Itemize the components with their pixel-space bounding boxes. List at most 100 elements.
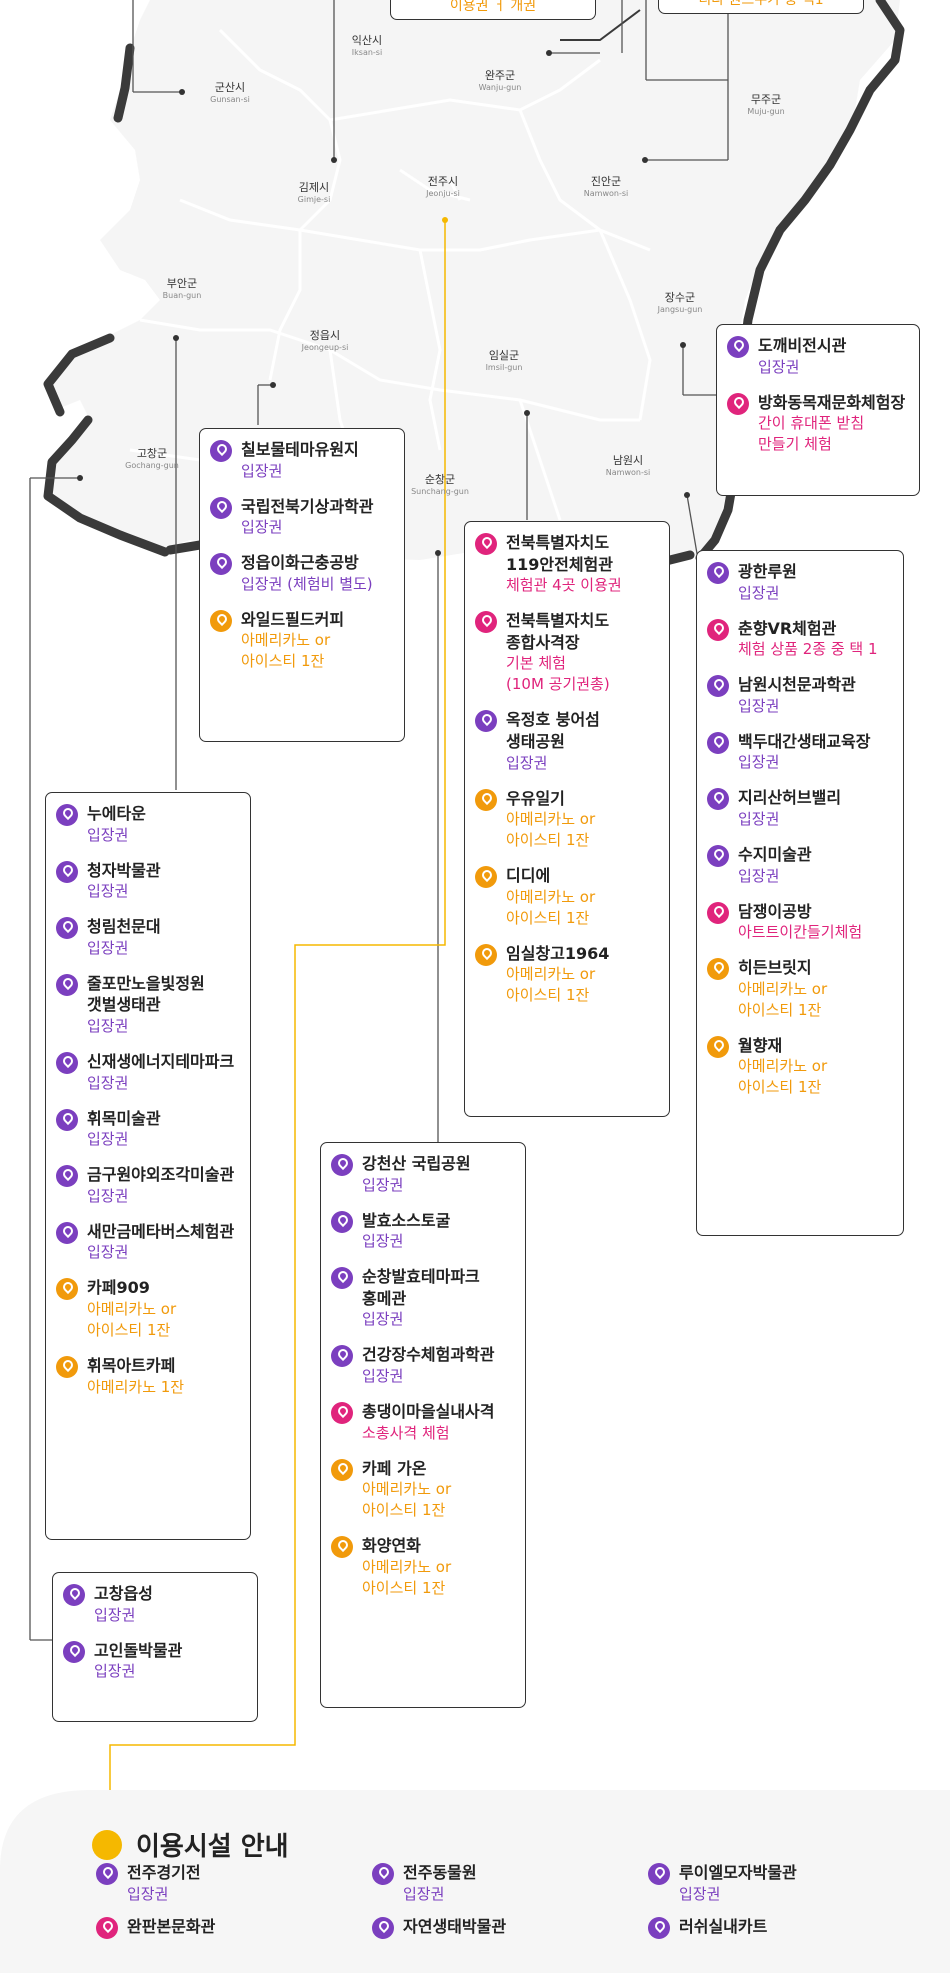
location-pin-icon	[707, 618, 729, 641]
attraction-name: 청림천문대	[87, 917, 161, 937]
attraction-benefit: 입장권	[87, 1130, 129, 1149]
attraction-name: 강천산 국립공원	[362, 1154, 471, 1173]
location-pin-icon	[210, 440, 232, 462]
attraction-name: 전북특별자치도 종합사격장	[506, 611, 610, 652]
attraction-name: 발효소스토굴	[362, 1210, 451, 1230]
location-pin-icon	[56, 1221, 78, 1244]
leader-dots	[77, 50, 690, 556]
attraction-benefit: 아메리카노 or 아이스티 1잔	[87, 1299, 177, 1339]
attraction-name: 디디에	[506, 866, 551, 886]
attraction-name: 전주동물원	[403, 1863, 477, 1882]
attraction-name: 춘향VR체험관	[738, 618, 837, 638]
attraction-benefit: 아메리카노 or 아이스티 1잔	[241, 631, 331, 671]
attraction-name: 청자박물관	[87, 860, 161, 880]
location-pin-icon	[210, 496, 232, 519]
attraction-benefit: 아메리카노 or 아이스티 1잔	[506, 965, 596, 1005]
attraction-name: 광한루원	[738, 562, 797, 581]
attraction-benefit: 입장권	[87, 882, 129, 901]
attraction-name: 총댕이마을실내사격	[362, 1401, 495, 1421]
attraction-benefit: 입장권	[241, 518, 283, 537]
attraction-name: 루이엘모자박물관	[679, 1863, 797, 1882]
location-pin-icon	[56, 917, 78, 940]
facility-title: 이용시설 안내	[136, 1832, 289, 1862]
attraction-benefit: 입장권	[87, 825, 129, 844]
location-pin-icon	[475, 533, 497, 555]
facility-item[interactable]: 완판본문화관	[96, 1916, 215, 1939]
attraction-name: 건강장수체험과학관	[362, 1345, 495, 1365]
location-pin-icon	[707, 1035, 729, 1058]
attraction-benefit: 아메리카노 or 아이스티 1잔	[738, 1057, 828, 1097]
facility-item[interactable]: 러쉬실내카트	[648, 1916, 767, 1939]
attraction-name: 방화동목재문화체험장	[758, 392, 906, 412]
attraction-name: 완판본문화관	[127, 1917, 216, 1936]
facility-item[interactable]: 자연생태박물관	[372, 1916, 506, 1939]
river	[560, 9, 641, 41]
attraction-name: 고창읍성	[94, 1584, 153, 1603]
attraction-name: 지리산허브밸리	[738, 788, 842, 808]
yellow-route	[109, 220, 446, 1825]
attraction-benefit: 아메리카노 or 아이스티 1잔	[362, 1480, 452, 1520]
attraction-name: 옥정호 붕어섬 생태공원	[506, 710, 600, 751]
location-pin-icon	[707, 788, 729, 811]
attraction-name: 도깨비전시관	[758, 336, 847, 355]
jeonju-dot	[442, 217, 448, 223]
attraction-name: 신재생에너지테마파크	[87, 1051, 235, 1071]
attraction-benefit: 아메리카노 or 아이스티 1잔	[738, 979, 828, 1019]
location-pin-icon	[331, 1154, 353, 1176]
attraction-name: 휘목미술관	[87, 1108, 161, 1128]
location-pin-icon	[56, 1051, 78, 1074]
attraction-name: 러쉬실내카트	[679, 1917, 768, 1936]
top-box-left: 이용권 ㅓ 개권	[390, 0, 596, 20]
location-pin-icon	[63, 1640, 85, 1663]
location-pin-icon	[331, 1345, 353, 1368]
